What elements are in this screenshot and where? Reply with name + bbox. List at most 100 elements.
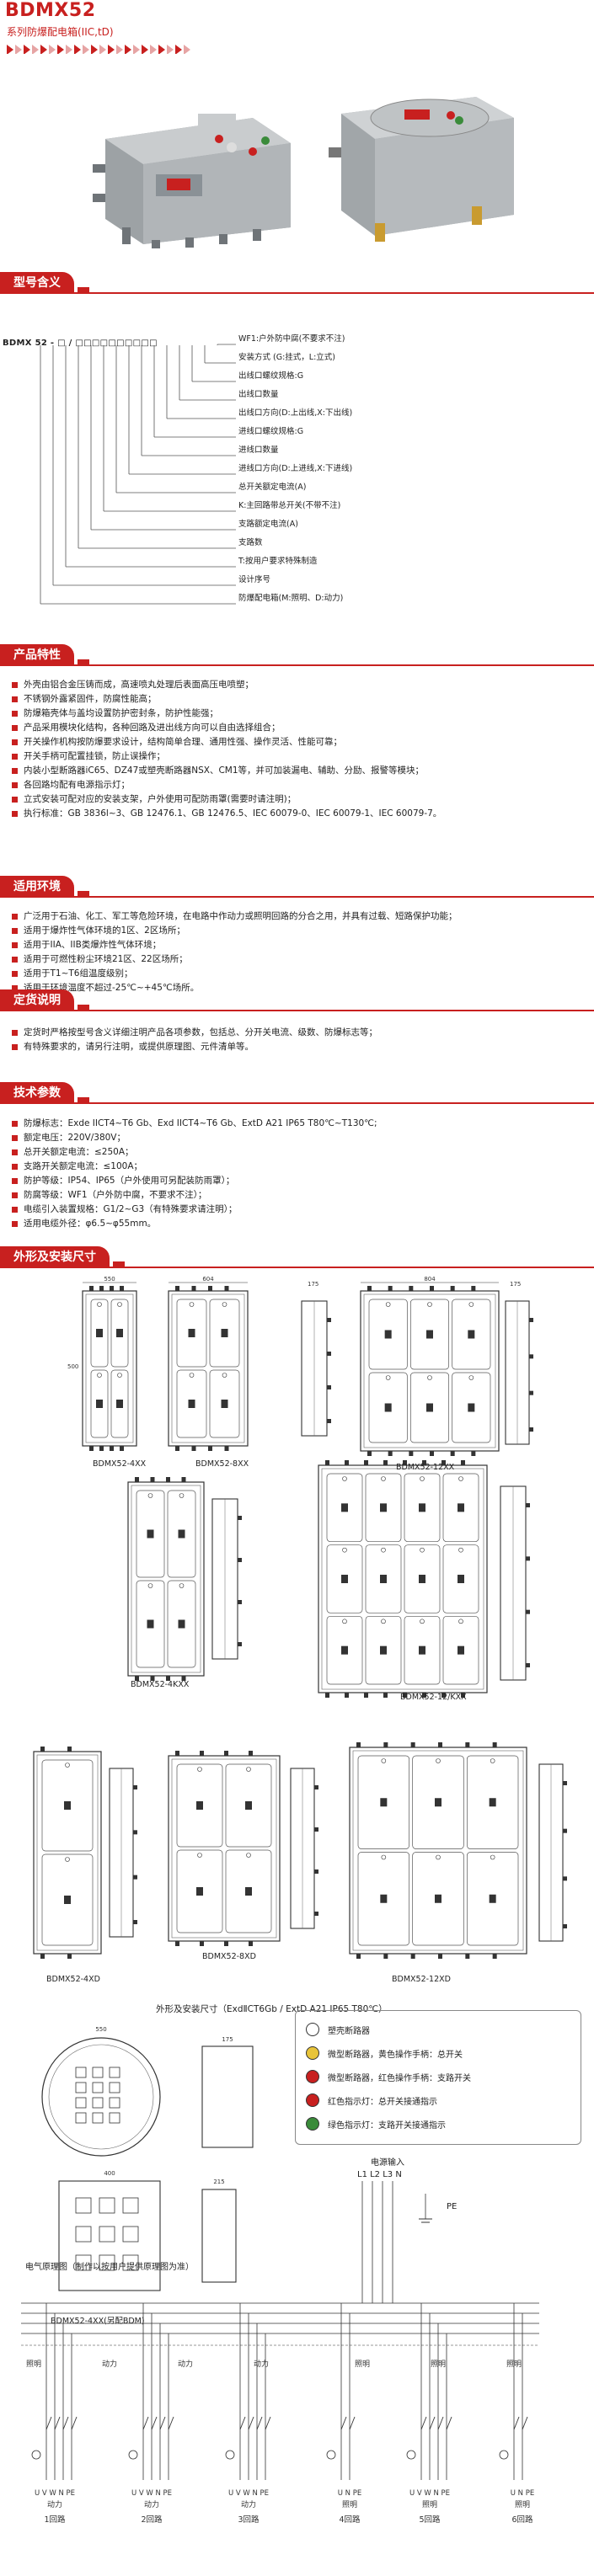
chevron-icon xyxy=(99,45,106,54)
breaker-module-icon xyxy=(99,2197,115,2214)
branch-type-label: 动力 xyxy=(144,2499,159,2509)
enclosure-8xx xyxy=(168,1286,249,1451)
terminal-labels: U N PE xyxy=(511,2489,534,2498)
legend-row: 绿色指示灯：支路开关接通指示 xyxy=(306,2117,446,2131)
breaker-module-icon xyxy=(75,2097,87,2109)
breaker-handle-icon xyxy=(458,1645,464,1655)
drawing-caption: BDMX52-12XD xyxy=(392,1975,451,1984)
breaker-module-icon xyxy=(122,2226,139,2243)
indicator-lamp-icon xyxy=(31,2450,41,2460)
list-item-text: 防爆标志：Exde IICT4~T6 Gb、Exd IICT4~T6 Gb、Ex… xyxy=(24,1118,377,1128)
indicator-lamp-icon xyxy=(128,2450,138,2460)
cable-gland-icon xyxy=(249,1751,253,1756)
module-outline xyxy=(41,1759,94,1852)
list-item: 开关手柄可配置挂锁，防止误操作； xyxy=(12,749,585,764)
cable-gland-icon xyxy=(191,1286,196,1291)
cable-gland-icon xyxy=(345,1693,349,1698)
enclosure-inner xyxy=(171,1293,245,1443)
model-legend-item: 进线口数量 xyxy=(238,445,279,455)
breaker-handle-icon xyxy=(419,1503,425,1512)
bullet-square-icon xyxy=(12,711,18,717)
chevron-icon xyxy=(7,45,13,54)
switch-contact-icon xyxy=(151,2416,158,2430)
cable-gland-icon xyxy=(120,1446,124,1451)
module-outline xyxy=(365,1615,402,1685)
enclosure-4kxx xyxy=(127,1477,205,1681)
switch-contact-icon xyxy=(248,2416,254,2430)
dimension-label: 175 xyxy=(510,1281,521,1288)
breaker-handle-icon xyxy=(178,1619,185,1629)
cable-gland-icon xyxy=(529,1390,533,1395)
module-outline xyxy=(41,1853,94,1946)
bullet-square-icon xyxy=(12,1192,18,1198)
cable-gland-icon xyxy=(238,1516,242,1520)
switch-contact-icon xyxy=(142,2416,149,2430)
list-item: 内装小型断路器iC65、DZ47或塑壳断路器NSX、CM1等，并可加装漏电、辅助… xyxy=(12,764,585,778)
switch-contact-icon xyxy=(54,2416,61,2430)
breaker-handle-icon xyxy=(245,1887,252,1896)
indicator-lamp-icon xyxy=(197,1853,202,1858)
indicator-lamp-icon xyxy=(381,1476,386,1481)
enclosure-outline xyxy=(168,1755,281,1942)
list-item-text: 各回路均配有电源指示灯； xyxy=(24,780,130,790)
list-item: 电缆引入装置规格：G1/2~G3（有特殊要求请注明）； xyxy=(12,1203,585,1217)
green-lamp-icon xyxy=(306,2117,319,2131)
indicator-lamp-icon xyxy=(427,1375,432,1380)
cable-gland-icon xyxy=(327,1352,331,1356)
indicator-lamp-icon xyxy=(117,1373,122,1378)
chevron-icon xyxy=(40,45,47,54)
module-outline xyxy=(136,1490,165,1578)
tech-list: 防爆标志：Exde IICT4~T6 Gb、Exd IICT4~T6 Gb、Ex… xyxy=(12,1117,585,1231)
breaker-handle-icon xyxy=(419,1575,425,1583)
indicator-lamp-icon xyxy=(458,1476,463,1481)
cable-gland-icon xyxy=(175,1446,179,1451)
cable-gland-icon xyxy=(430,1286,434,1291)
list-item: 广泛用于石油、化工、军工等危险环境，在电路中作动力或照明回路的分合之用，并具有过… xyxy=(12,909,585,924)
enclosure-inner xyxy=(352,1750,524,1951)
list-item-text: 适用于可燃性粉尘环境21区、22区场所； xyxy=(24,954,188,964)
list-item-text: 适用电缆外径：φ6.5~φ55mm。 xyxy=(24,1219,157,1229)
product-photo-right xyxy=(329,97,514,242)
breaker-module-icon xyxy=(122,2254,139,2271)
indicator-lamp-icon xyxy=(420,1547,425,1553)
module-outline xyxy=(225,1763,272,1848)
breaker-handle-icon xyxy=(380,1503,387,1512)
list-item: 总开关额定电流：≤250A； xyxy=(12,1145,585,1160)
module-outline xyxy=(404,1615,441,1685)
module-outline xyxy=(365,1473,402,1543)
list-item-text: 内装小型断路器iC65、DZ47或塑壳断路器NSX、CM1等，并可加装漏电、辅助… xyxy=(24,765,425,776)
round-caption: BDMX52-4XX(另配BDM) xyxy=(51,2317,145,2326)
indicator-lamp-icon xyxy=(458,1619,463,1624)
module-outline xyxy=(136,1580,165,1668)
breaker-handle-icon xyxy=(380,1798,388,1807)
module-outline xyxy=(167,1490,196,1578)
indicator-lamp-icon xyxy=(381,1547,386,1553)
chevron-icon xyxy=(49,45,56,54)
bullet-square-icon xyxy=(12,1221,18,1227)
cable-gland-icon xyxy=(327,1318,331,1322)
model-legend-item: 防爆配电箱(M:照明、D:动力) xyxy=(238,594,344,603)
indicator-lamp-icon xyxy=(147,1493,153,1498)
cable-gland-icon xyxy=(181,1676,186,1681)
page-title: BDMX52 xyxy=(5,0,96,21)
cable-gland-icon xyxy=(99,1286,104,1291)
circuit-name-label: 6回路 xyxy=(511,2515,533,2525)
bullet-square-icon xyxy=(12,696,18,702)
model-legend-item: 进线口螺纹规格:G xyxy=(238,427,304,436)
breaker-module-icon xyxy=(99,2226,115,2243)
model-code: BDMX 52 - □ / □□□□□□□□□□ xyxy=(3,339,158,348)
section-title: 技术参数 xyxy=(0,1082,74,1104)
switch-contact-icon xyxy=(513,2416,520,2430)
bullet-square-icon xyxy=(12,754,18,760)
model-legend-item: 支路额定电流(A) xyxy=(238,520,298,529)
legend-label: 塑壳断路器 xyxy=(328,2026,370,2036)
legend-label: 微型断路器，黄色操作手柄：总开关 xyxy=(328,2050,463,2060)
indicator-lamp-icon xyxy=(468,1302,474,1307)
cable-gland-icon xyxy=(67,1747,72,1752)
side-view-row3 xyxy=(109,1768,137,1938)
indicator-lamp-icon xyxy=(65,1857,70,1862)
module-outline xyxy=(452,1299,491,1370)
legend-row: 红色指示灯：总开关接通指示 xyxy=(306,2093,437,2107)
bullet-square-icon xyxy=(12,811,18,817)
